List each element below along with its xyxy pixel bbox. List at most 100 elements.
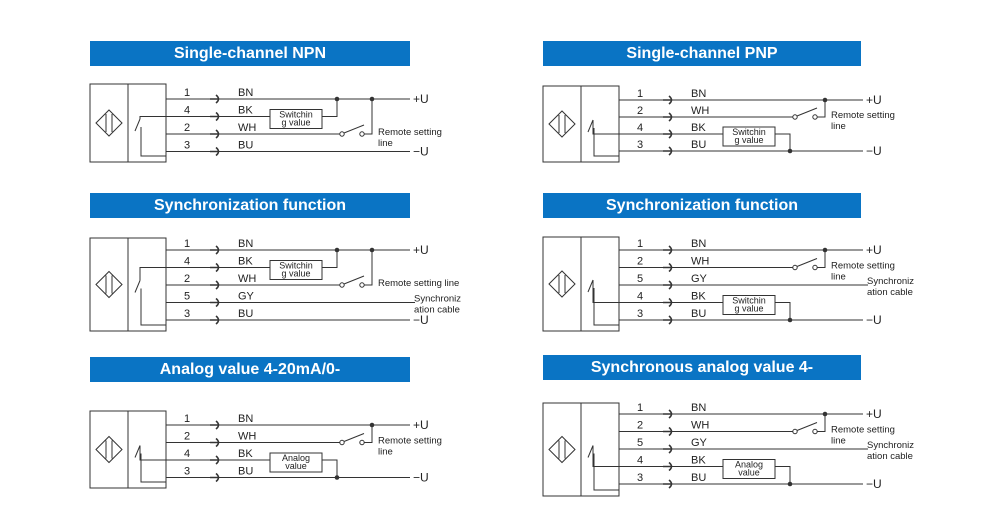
- plus-u-label: +U: [413, 418, 429, 432]
- internal-contact-lever: [587, 445, 594, 458]
- diagram-title: Synchronization function: [90, 193, 410, 218]
- pin-number: 1: [637, 88, 643, 100]
- pin-number: 4: [637, 122, 643, 134]
- pin-number: 4: [184, 448, 190, 460]
- minus-u-label: −U: [413, 313, 429, 327]
- wire-color-label: BU: [238, 466, 253, 478]
- diagram-title: Single-channel NPN: [90, 41, 410, 66]
- wire-color-label: WH: [238, 122, 256, 134]
- output-return-line: [322, 250, 338, 268]
- switch-contact: [792, 114, 798, 120]
- output-box-label: Switchin: [279, 110, 313, 120]
- internal-contact: [592, 445, 619, 467]
- switch-contact: [339, 131, 345, 137]
- internal-contact-lever: [587, 119, 594, 133]
- wire-bn: 1 BN +U: [166, 87, 429, 106]
- sensor-symbol-icon: [95, 109, 123, 137]
- internal-contact: [593, 453, 619, 491]
- pin-number: 1: [184, 238, 190, 250]
- remote-setting-label: Remote setting line: [378, 278, 459, 289]
- remote-setting-label: line: [378, 447, 393, 458]
- wire-color-label: BK: [238, 448, 253, 460]
- remote-line: [817, 250, 826, 268]
- junction-dot: [787, 317, 793, 323]
- output-box-label: Analog: [282, 453, 310, 463]
- output-box-label: g value: [734, 135, 763, 145]
- switch-contact: [359, 131, 365, 137]
- output-box: [269, 452, 323, 473]
- output-box: [269, 109, 323, 129]
- diagram-title: Single-channel PNP: [543, 41, 861, 66]
- wire-color-label: GY: [691, 437, 708, 449]
- pin-number: 1: [637, 238, 643, 250]
- pin-number: 5: [184, 291, 190, 303]
- internal-contact: [592, 120, 619, 135]
- diagram-title: Synchronization function: [543, 193, 861, 218]
- wire-bu: 3 BU −U: [619, 139, 882, 158]
- output-return-line: [775, 133, 791, 151]
- wire-color-label: BK: [238, 256, 253, 268]
- remote-setting-label: line: [831, 272, 846, 283]
- minus-u-label: −U: [866, 144, 882, 158]
- switch-contact: [792, 428, 798, 435]
- plus-u-label: +U: [866, 243, 882, 257]
- wire-color-label: BN: [238, 87, 253, 99]
- sensor-symbol-icon: [95, 435, 123, 464]
- pin-number: 3: [637, 308, 643, 320]
- wire-color-label: BU: [691, 308, 706, 320]
- wire-color-label: WH: [691, 256, 709, 268]
- wire-color-label: WH: [691, 420, 709, 432]
- switch-contact: [812, 264, 818, 271]
- remote-setting-label: Remote setting: [831, 110, 895, 121]
- wire-color-label: WH: [691, 105, 709, 117]
- plus-u-label: +U: [413, 92, 429, 106]
- internal-contact: [139, 267, 166, 281]
- pin-number: 2: [184, 273, 190, 285]
- remote-line: [817, 100, 826, 118]
- junction-dot: [787, 481, 793, 487]
- remote-switch-lever: [796, 107, 818, 117]
- output-return-line: [322, 99, 338, 117]
- pin-number: 3: [637, 139, 643, 151]
- diagram-title: Analog value 4-20mA/0-: [90, 357, 410, 382]
- output-box: [722, 459, 776, 479]
- switch-contact: [359, 282, 365, 288]
- wire-color-label: GY: [691, 273, 708, 285]
- pin-number: 2: [637, 256, 643, 268]
- minus-u-label: −U: [866, 313, 882, 327]
- remote-setting-label: Remote setting: [378, 127, 442, 138]
- sensor-symbol-icon: [548, 110, 576, 138]
- remote-switch-lever: [343, 124, 365, 134]
- output-box: [722, 295, 776, 315]
- output-box-label: Switchin: [732, 127, 766, 137]
- remote-switch-lever: [796, 422, 818, 431]
- internal-contact-lever: [134, 445, 141, 458]
- remote-line: [364, 425, 373, 443]
- sync-cable-label: Synchroniz: [867, 440, 914, 451]
- internal-contact: [593, 128, 619, 157]
- wire-color-label: BN: [238, 413, 253, 425]
- sensor-symbol-icon: [95, 270, 123, 299]
- pin-number: 3: [637, 472, 643, 484]
- wire-color-label: GY: [238, 291, 255, 303]
- pin-number: 1: [184, 87, 190, 99]
- wire-color-label: BU: [691, 139, 706, 151]
- output-box-label: value: [285, 461, 307, 471]
- pin-number: 2: [637, 105, 643, 117]
- pin-number: 4: [184, 256, 190, 268]
